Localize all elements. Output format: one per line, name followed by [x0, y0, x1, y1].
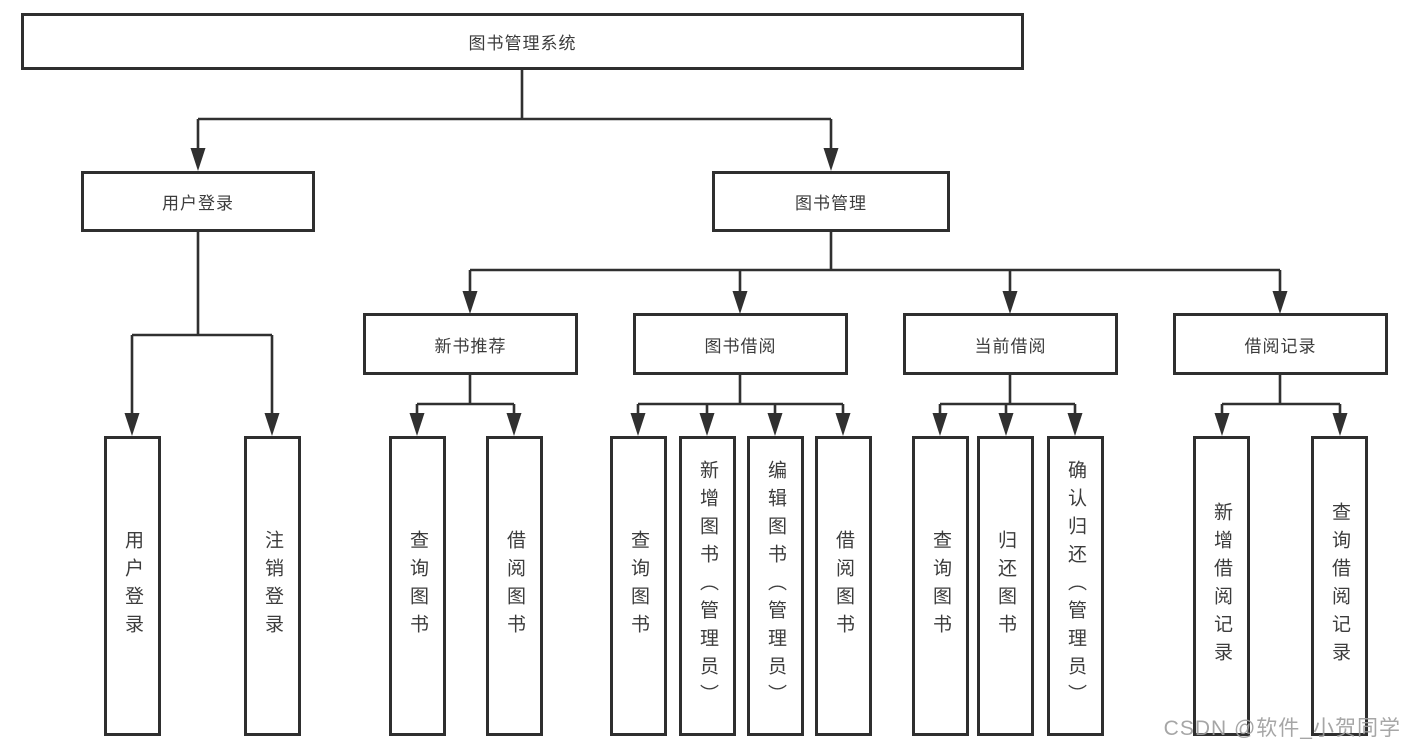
connector-login-to-leaves: [124, 232, 280, 436]
connector-current-to-leaves: [932, 375, 1083, 436]
leaf-confirm-return-admin: 确认归还（管理员）: [1047, 436, 1104, 736]
connector-mgmt-to-level3: [462, 232, 1288, 314]
node-user-login-label: 用户登录: [162, 194, 234, 213]
leaf-borrow-books-recommend: 借阅图书: [486, 436, 543, 736]
leaf-borrow-books-recommend-label: 借阅图书: [504, 530, 525, 642]
leaf-add-book-admin: 新增图书（管理员）: [679, 436, 736, 736]
node-current-borrow: 当前借阅: [903, 313, 1118, 375]
connector-root-to-level2: [190, 70, 839, 171]
node-root-system-label: 图书管理系统: [468, 34, 577, 53]
node-root-system: 图书管理系统: [21, 13, 1024, 70]
node-book-borrow-label: 图书借阅: [704, 336, 777, 356]
leaf-user-login: 用户登录: [104, 436, 161, 736]
leaf-add-book-admin-label: 新增图书（管理员）: [697, 460, 718, 712]
leaf-edit-book-admin: 编辑图书（管理员）: [747, 436, 804, 736]
leaf-confirm-return-admin-label: 确认归还（管理员）: [1065, 460, 1086, 712]
node-current-borrow-label: 当前借阅: [974, 336, 1047, 356]
leaf-edit-book-admin-label: 编辑图书（管理员）: [765, 460, 786, 712]
node-new-book-recommend: 新书推荐: [363, 313, 578, 375]
leaf-query-borrow-record-label: 查询借阅记录: [1329, 502, 1350, 670]
leaf-query-books-borrow-label: 查询图书: [628, 530, 649, 642]
leaf-query-books-current-label: 查询图书: [930, 530, 951, 642]
leaf-return-book-label: 归还图书: [995, 530, 1016, 642]
node-book-borrow: 图书借阅: [633, 313, 848, 375]
connector-borrow-to-leaves: [630, 375, 851, 436]
leaf-logout: 注销登录: [244, 436, 301, 736]
node-new-book-recommend-label: 新书推荐: [434, 336, 507, 356]
leaf-query-borrow-record: 查询借阅记录: [1311, 436, 1368, 736]
leaf-user-login-label: 用户登录: [122, 530, 143, 642]
leaf-query-books-current: 查询图书: [912, 436, 969, 736]
csdn-watermark: CSDN @软件_小贺同学: [1163, 717, 1401, 740]
node-borrow-records-label: 借阅记录: [1244, 336, 1317, 356]
leaf-borrow-books-label: 借阅图书: [833, 530, 854, 642]
node-user-login: 用户登录: [81, 171, 315, 232]
leaf-query-books-borrow: 查询图书: [610, 436, 667, 736]
leaf-logout-label: 注销登录: [262, 530, 283, 642]
node-book-management: 图书管理: [712, 171, 950, 232]
leaf-return-book: 归还图书: [977, 436, 1034, 736]
connector-recommend-to-leaves: [409, 375, 522, 436]
leaf-add-borrow-record-label: 新增借阅记录: [1211, 502, 1232, 670]
leaf-query-books-recommend: 查询图书: [389, 436, 446, 736]
leaf-query-books-recommend-label: 查询图书: [407, 530, 428, 642]
connector-records-to-leaves: [1214, 375, 1348, 436]
node-borrow-records: 借阅记录: [1173, 313, 1388, 375]
leaf-add-borrow-record: 新增借阅记录: [1193, 436, 1250, 736]
node-book-management-label: 图书管理: [795, 194, 867, 213]
leaf-borrow-books: 借阅图书: [815, 436, 872, 736]
